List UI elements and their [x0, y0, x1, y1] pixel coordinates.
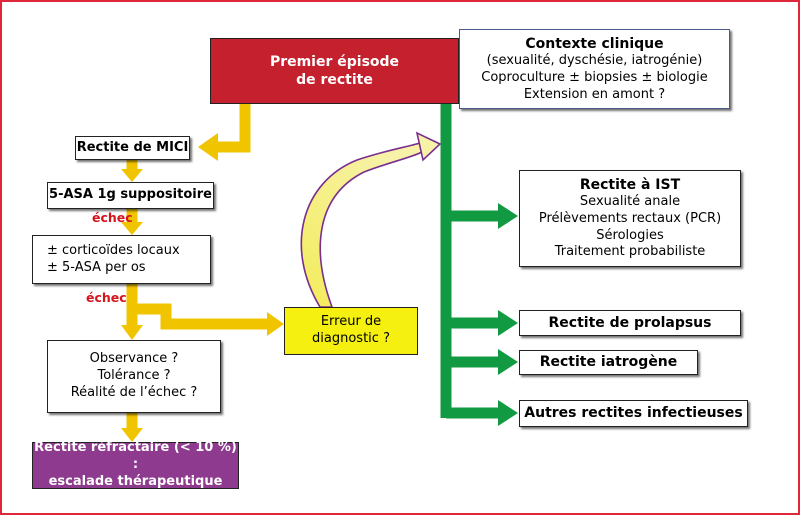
curved-arrow-erreur-to-trunk	[300, 141, 423, 308]
erreur-diagnostic-box: Erreur de diagnostic ?	[284, 307, 418, 355]
ist-title: Rectite à IST	[579, 176, 681, 193]
rectite-mici-box: Rectite de MICI	[75, 136, 190, 160]
arrowhead-prolapsus	[498, 310, 518, 336]
arrowhead-asa	[121, 169, 143, 182]
observance-line-2: Tolérance ?	[97, 368, 171, 384]
rectite-iatrogene-box: Rectite iatrogène	[519, 350, 698, 375]
curved-arrowhead	[415, 131, 442, 162]
contexte-title: Contexte clinique	[525, 35, 664, 52]
ist-line-2: Prélèvements rectaux (PCR)	[538, 210, 722, 226]
rectite-prolapsus-box: Rectite de prolapsus	[519, 310, 741, 336]
arrow-cortico-to-erreur	[132, 303, 268, 330]
asa-label: 5-ASA 1g suppositoire	[49, 187, 212, 203]
arrowhead-refractaire	[121, 428, 143, 442]
rectite-mici-label: Rectite de MICI	[76, 139, 189, 155]
iatrogene-label: Rectite iatrogène	[539, 354, 678, 371]
ist-line-3: Sérologies	[596, 227, 664, 243]
echec-label-2: échec	[86, 290, 127, 305]
yellow-arrows	[126, 104, 268, 430]
arrowhead-observance	[121, 325, 143, 340]
arrowhead-cortico	[121, 222, 143, 235]
arrowhead-ist	[498, 203, 518, 229]
rectite-ist-box: Rectite à IST Sexualité anale Prélèvemen…	[519, 170, 741, 267]
premier-line-1: Premier épisode	[269, 53, 400, 70]
refractaire-line-1: Rectite réfractaire (< 10 %) :	[34, 440, 237, 473]
arrowhead-mici	[198, 133, 218, 161]
cortico-line-1: ± corticoïdes locaux	[47, 242, 180, 258]
autres-label: Autres rectites infectieuses	[524, 405, 743, 422]
ist-line-4: Traitement probabiliste	[554, 244, 706, 260]
arrowhead-erreur	[267, 312, 284, 336]
autres-rectites-box: Autres rectites infectieuses	[519, 400, 748, 427]
premier-line-2: de rectite	[296, 72, 373, 88]
yellow-arrowheads	[121, 133, 284, 442]
observance-line-1: Observance ?	[89, 351, 179, 367]
green-arrowheads	[498, 203, 518, 426]
arrowhead-iatrogene	[498, 349, 518, 375]
asa-suppositoire-box: 5-ASA 1g suppositoire	[47, 182, 214, 209]
erreur-line-1: Erreur de	[320, 314, 382, 330]
contexte-line-3: Extension en amont ?	[523, 86, 666, 102]
observance-box: Observance ? Tolérance ? Réalité de l’éc…	[47, 340, 221, 413]
ist-line-1: Sexualité anale	[579, 193, 681, 209]
erreur-line-2: diagnostic ?	[312, 331, 390, 346]
cortico-line-2: ± 5-ASA per os	[47, 259, 146, 275]
corticoides-box: ± corticoïdes locaux ± 5-ASA per os	[32, 235, 211, 284]
observance-line-3: Réalité de l’échec ?	[70, 384, 198, 400]
echec-label-1: échec	[92, 210, 133, 225]
rectite-refractaire-box: Rectite réfractaire (< 10 %) : escalade …	[32, 440, 239, 489]
refractaire-line-2: escalade thérapeutique	[48, 473, 223, 489]
prolapsus-label: Rectite de prolapsus	[548, 314, 712, 331]
arrow-premier-to-mici	[218, 104, 251, 153]
contexte-clinique-box: Contexte clinique (sexualité, dyschésie,…	[459, 29, 730, 109]
premier-episode-box: Premier épisode de rectite	[210, 38, 459, 104]
arrowhead-autres	[498, 400, 518, 426]
contexte-line-1: (sexualité, dyschésie, iatrogénie)	[486, 52, 703, 68]
green-arrows	[440, 102, 499, 419]
contexte-line-2: Coproculture ± biopsies ± biologie	[481, 69, 708, 85]
